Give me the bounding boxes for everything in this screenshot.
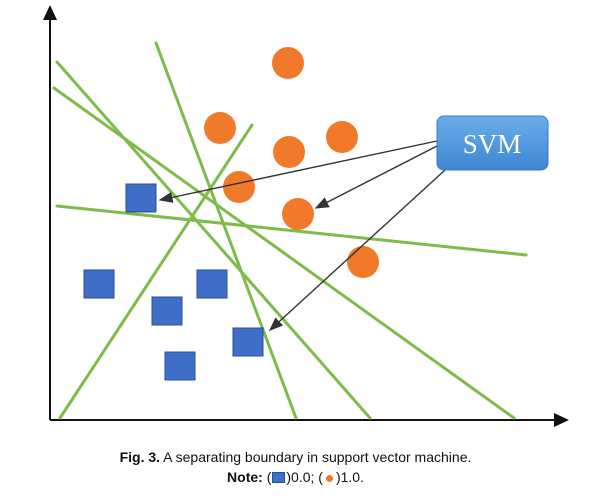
orange-circle-point [223,171,255,203]
orange-dot-legend-icon [325,475,333,482]
support-vector-arrows [158,140,446,331]
orange-circle-point [272,47,304,79]
class-1-points [204,47,379,278]
boundary-line [154,41,298,420]
arrow-to-circle [314,145,438,209]
note-class-0: )0.0; ( [286,469,323,485]
blue-square-point [232,327,264,357]
orange-circle-point [282,198,314,230]
x-axis-arrow-icon [554,413,569,427]
svm-diagram: SVM [43,5,569,427]
svm-label: SVM [463,129,522,159]
arrow-to-square [268,169,446,331]
figure-note: Note: ( )0.0; ( )1.0. [0,469,591,485]
axes [43,5,569,427]
blue-square-point [151,296,183,326]
orange-circle-point [204,112,236,144]
blue-square-point [83,269,115,299]
orange-circle-point [326,121,358,153]
note-open: ( [262,469,272,485]
arrow-to-square [158,140,438,203]
orange-circle-point [347,246,379,278]
y-axis-arrow-icon [43,5,57,20]
class-0-points [83,183,264,381]
blue-square-point [125,183,157,213]
blue-square-legend-icon [272,472,286,483]
blue-square-point [164,351,196,381]
note-class-1: )1.0. [335,469,364,485]
boundary-line [52,86,516,420]
boundary-line [55,60,372,420]
svm-label-box: SVM [436,115,549,171]
blue-square-point [196,269,228,299]
note-label: Note: [227,469,263,485]
figure-title: A separating boundary in support vector … [160,449,472,465]
boundary-lines [52,41,528,420]
figure-number: Fig. 3. [119,449,161,465]
figure-caption: Fig. 3. A separating boundary in support… [0,449,591,465]
boundary-line [55,204,528,257]
orange-circle-point [273,136,305,168]
boundary-line [58,123,254,420]
